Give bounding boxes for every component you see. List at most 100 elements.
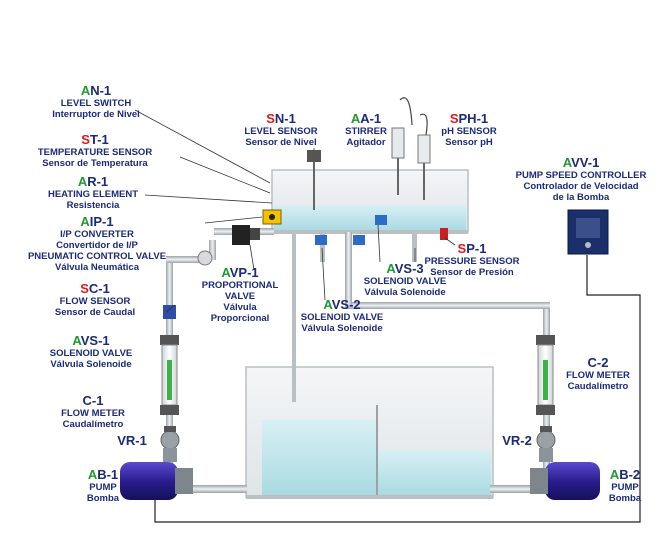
- c2-en: FLOW METER: [566, 370, 630, 381]
- sph1-en: pH SENSOR: [441, 126, 497, 137]
- aa1-code: A-1: [360, 111, 382, 126]
- ab2-code: B-2: [619, 467, 641, 482]
- sn1-en: LEVEL SENSOR: [244, 126, 318, 137]
- pressure-sensor-sp1: [440, 228, 448, 240]
- avs3-es: Válvula Solenoide: [364, 287, 446, 298]
- ab2-es: Bomba: [608, 493, 642, 504]
- label-avp1: AVP-1 PROPORTIONAL VALVE Válvula Proporc…: [197, 265, 283, 325]
- sc1-en: FLOW SENSOR: [59, 296, 131, 307]
- c2-code: C-2: [587, 355, 609, 370]
- ar1-prefix: A: [77, 174, 88, 189]
- c2-es: Caudalímetro: [567, 381, 629, 392]
- label-vr2: VR-2: [492, 434, 542, 448]
- avp1-es: VALVE: [224, 291, 256, 302]
- pump-ab1: [120, 462, 193, 500]
- flow-meter-c2: [536, 335, 555, 415]
- label-avv1: AVV-1 PUMP SPEED CONTROLLER Controlador …: [506, 155, 656, 204]
- ar1-code: R-1: [87, 174, 109, 189]
- st1-en: TEMPERATURE SENSOR: [37, 147, 153, 158]
- avp1-es3: Proporcional: [210, 313, 270, 324]
- ab1-prefix: A: [87, 467, 98, 482]
- avs1-en: SOLENOID VALVE: [49, 348, 133, 359]
- pump-speed-controller: [567, 209, 609, 255]
- st1-code: T-1: [89, 132, 109, 147]
- an1-es: Interruptor de Nivel: [52, 109, 140, 120]
- sp1-en: PRESSURE SENSOR: [424, 256, 520, 267]
- sc1-code: C-1: [88, 281, 110, 296]
- avv1-en: PUMP SPEED CONTROLLER: [515, 170, 647, 181]
- aip1-prefix: A: [80, 214, 90, 229]
- upper-tank: [271, 169, 469, 234]
- avs1-code: VS-1: [80, 333, 110, 348]
- label-avs1: AVS-1 SOLENOID VALVE Válvula Solenoide: [30, 333, 152, 371]
- sn1-prefix: S: [266, 111, 275, 126]
- sp1-code: P-1: [466, 241, 487, 256]
- label-vr1: VR-1: [102, 434, 162, 448]
- avs2-es: Válvula Solenoide: [301, 323, 383, 334]
- valve-vr1: [160, 426, 180, 462]
- aa1-prefix: A: [350, 111, 361, 126]
- flow-sensor-sc1: [163, 305, 176, 319]
- pneumatic-valve: [197, 250, 213, 266]
- flow-meter-c1: [160, 335, 179, 415]
- ab1-code: B-1: [97, 467, 119, 482]
- ar1-en: HEATING ELEMENT: [47, 189, 139, 200]
- avs2-code: VS-2: [331, 297, 361, 312]
- ab1-es: Bomba: [86, 493, 120, 504]
- aip1-es: Convertidor de I/P: [56, 240, 138, 251]
- avv1-code: VV-1: [571, 155, 600, 170]
- avs1-es: Válvula Solenoide: [50, 359, 132, 370]
- label-aa1: AA-1 STIRRER Agitador: [338, 111, 394, 149]
- st1-prefix: S: [81, 132, 90, 147]
- c1-en: FLOW METER: [61, 408, 125, 419]
- st1-es: Sensor de Temperatura: [42, 158, 148, 169]
- avs2-en: SOLENOID VALVE: [300, 312, 384, 323]
- an1-code: N-1: [90, 83, 112, 98]
- io-converter-aip1: [262, 209, 282, 225]
- proportional-valve-avp1: [232, 225, 260, 245]
- avs2-prefix: A: [323, 297, 332, 312]
- avv1-prefix: A: [562, 155, 572, 170]
- avp1-prefix: A: [221, 265, 230, 280]
- avs3-code: VS-3: [394, 261, 424, 276]
- pump-ab2: [530, 462, 600, 500]
- sn1-code: N-1: [274, 111, 296, 126]
- label-c1: C-1 FLOW METER Caudalímetro: [48, 393, 138, 431]
- avs1-prefix: A: [72, 333, 81, 348]
- sph1-code: PH-1: [458, 111, 489, 126]
- ar1-es: Resistencia: [66, 200, 120, 211]
- label-avs2: AVS-2 SOLENOID VALVE Válvula Solenoide: [292, 297, 392, 335]
- aa1-en: STIRRER: [345, 126, 387, 137]
- ab1-en: PUMP: [89, 482, 117, 493]
- sp1-prefix: S: [457, 241, 467, 256]
- sph1-prefix: S: [449, 111, 459, 126]
- avp1-es2: Válvula: [223, 302, 257, 313]
- an1-en: LEVEL SWITCH: [60, 98, 132, 109]
- label-sc1: SC-1 FLOW SENSOR Sensor de Caudal: [40, 281, 150, 319]
- sc1-prefix: S: [80, 281, 89, 296]
- ph-sensor-sph1: [417, 113, 431, 200]
- leader-lines: [134, 109, 456, 313]
- sph1-es: Sensor pH: [445, 137, 493, 148]
- aip1-code: IP-1: [89, 214, 114, 229]
- label-sn1: SN-1 LEVEL SENSOR Sensor de Nivel: [236, 111, 326, 149]
- sn1-es: Sensor de Nivel: [245, 137, 317, 148]
- label-c2: C-2 FLOW METER Caudalímetro: [553, 355, 643, 393]
- label-st1: ST-1 TEMPERATURE SENSOR Sensor de Temper…: [20, 132, 170, 170]
- avs3-en: SOLENOID VALVE: [363, 276, 447, 287]
- aip1-es2: Válvula Neumática: [55, 262, 139, 273]
- aa1-es: Agitador: [346, 137, 386, 148]
- ab2-en: PUMP: [611, 482, 639, 493]
- avp1-en: PROPORTIONAL: [201, 280, 279, 291]
- label-avs3: AVS-3 SOLENOID VALVE Válvula Solenoide: [350, 261, 460, 299]
- label-aip1: AIP-1 I/P CONVERTER Convertidor de I/P P…: [4, 214, 190, 274]
- c1-es: Caudalímetro: [62, 419, 124, 430]
- aip1-en2: PNEUMATIC CONTROL VALVE: [27, 251, 167, 262]
- ab2-prefix: A: [609, 467, 620, 482]
- avv1-es2: de la Bomba: [552, 192, 610, 203]
- label-ab1: AB-1 PUMP Bomba: [78, 467, 128, 505]
- vr1-code: VR-1: [117, 433, 147, 448]
- an1-prefix: A: [80, 83, 91, 98]
- label-sp1: SP-1 PRESSURE SENSOR Sensor de Presión: [414, 241, 530, 279]
- c1-code: C-1: [82, 393, 104, 408]
